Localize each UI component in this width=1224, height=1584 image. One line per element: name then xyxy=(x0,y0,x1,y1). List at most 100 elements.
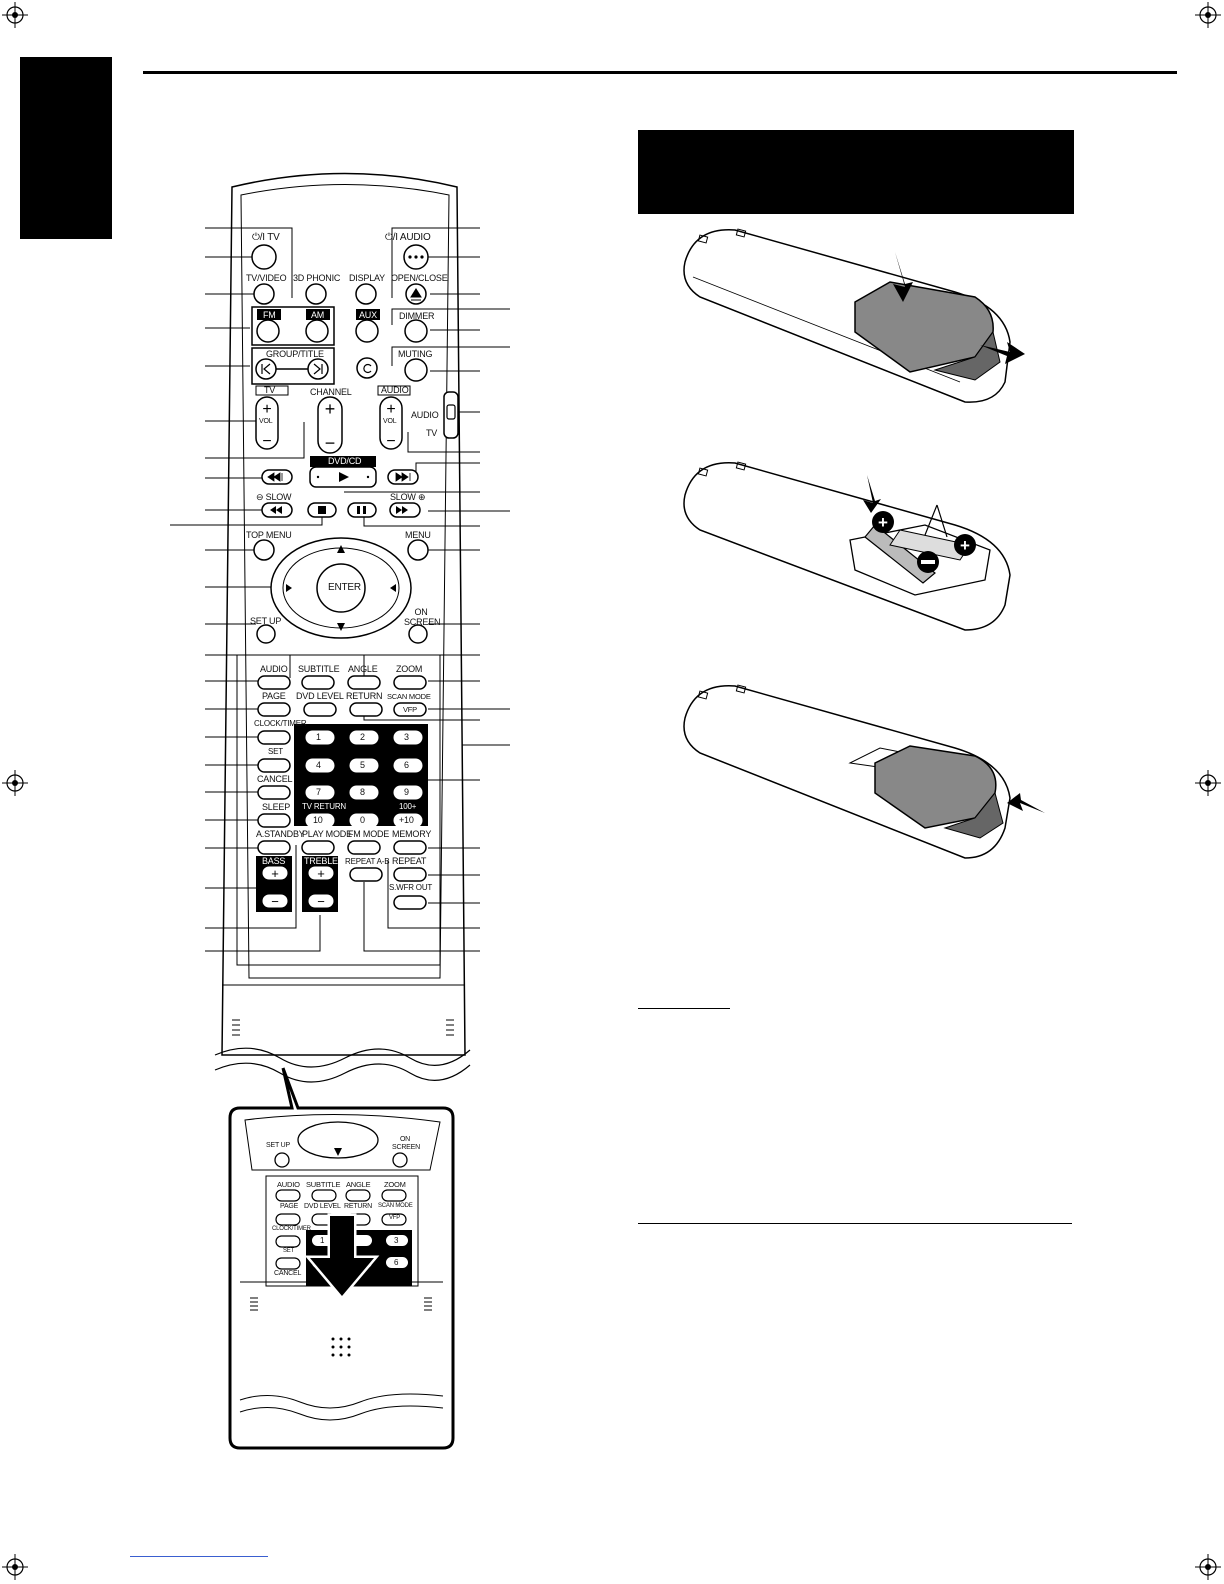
channel-label: CHANNEL xyxy=(310,387,352,397)
3d-phonic-label: 3D PHONIC xyxy=(293,273,341,283)
svg-text:+: + xyxy=(325,399,336,419)
audio-vol-label: VOL xyxy=(383,418,397,425)
key-9: 9 xyxy=(404,787,409,797)
am-label: AM xyxy=(311,310,325,320)
section-divider xyxy=(638,1223,1072,1224)
tv-power-label: ⏻/I TV xyxy=(252,232,280,243)
slow-minus-label: ⊖ SLOW xyxy=(256,492,292,502)
set-up-label: SET UP xyxy=(250,616,282,626)
a-standby-label: A.STANDBY xyxy=(256,829,305,839)
key-10: 10 xyxy=(313,815,323,825)
enter-label: ENTER xyxy=(328,582,361,593)
muting-label: MUTING xyxy=(398,349,433,359)
registration-mark-bottom-left xyxy=(2,1554,28,1580)
inset-dvd-level-label: DVD LEVEL xyxy=(304,1203,341,1210)
svg-text:+: + xyxy=(262,401,271,418)
inset-key-3: 3 xyxy=(394,1236,399,1245)
inset-set-up-label: SET UP xyxy=(266,1142,290,1149)
inset-cancel-label: CANCEL xyxy=(274,1270,302,1277)
switch-audio-label: AUDIO xyxy=(411,410,439,420)
tv-vol-label: VOL xyxy=(259,418,273,425)
memory-label: MEMORY xyxy=(392,829,432,839)
fm-mode-label: FM MODE xyxy=(348,829,390,839)
s-wfr-out-label: S.WFR OUT xyxy=(389,883,433,892)
treble-label: TREBLE xyxy=(304,856,338,866)
bass-label: BASS xyxy=(262,856,286,866)
zoom-label: ZOOM xyxy=(396,664,423,674)
page-label: PAGE xyxy=(262,691,286,701)
scan-mode-label: SCAN MODE xyxy=(387,692,431,701)
registration-mark-top-right xyxy=(1195,2,1221,28)
key-3: 3 xyxy=(404,732,409,742)
dimmer-label: DIMMER xyxy=(399,311,435,321)
inset-key-1: 1 xyxy=(320,1236,325,1245)
header-rule xyxy=(143,71,1177,74)
angle-label: ANGLE xyxy=(348,664,378,674)
aux-label: AUX xyxy=(359,310,377,320)
open-close-label: OPEN/CLOSE xyxy=(391,273,448,283)
display-label: DISPLAY xyxy=(349,273,385,283)
svg-text:+: + xyxy=(878,513,888,532)
key-1: 1 xyxy=(316,732,321,742)
inset-page-label: PAGE xyxy=(280,1203,299,1210)
inset-audio-label: AUDIO xyxy=(277,1180,300,1189)
section-heading-bar xyxy=(638,130,1074,214)
switch-tv-label: TV xyxy=(426,428,438,438)
inset-zoom-label: ZOOM xyxy=(384,1180,406,1189)
key-8: 8 xyxy=(360,787,365,797)
svg-text:−: − xyxy=(386,433,395,450)
dvd-level-label: DVD LEVEL xyxy=(296,691,344,701)
footer-rule xyxy=(130,1556,268,1557)
inset-subtitle-label: SUBTITLE xyxy=(306,1180,341,1189)
registration-mark-top-left xyxy=(2,2,28,28)
key-2: 2 xyxy=(360,732,365,742)
key-5: 5 xyxy=(360,760,365,770)
inset-vfp-label: VFP xyxy=(389,1215,401,1221)
notes-rule xyxy=(638,1008,730,1009)
inset-clock-timer-label: CLOCK/TIMER xyxy=(272,1226,311,1232)
key-0: 0 xyxy=(360,815,365,825)
fm-label: FM xyxy=(263,310,276,320)
battery-step-close-illustration xyxy=(683,684,1045,859)
svg-text:+: + xyxy=(960,536,970,555)
play-mode-label: PLAY MODE xyxy=(302,829,352,839)
remote-body: + − + − + − xyxy=(170,172,510,1450)
key-7: 7 xyxy=(316,787,321,797)
tv-return-label: TV RETURN xyxy=(302,802,346,811)
svg-text:−: − xyxy=(317,894,325,909)
repeat-label: REPEAT xyxy=(392,856,427,866)
hundred-plus-label: 100+ xyxy=(399,802,417,811)
repeat-ab-label: REPEAT A-B xyxy=(345,857,390,866)
vfp-label: VFP xyxy=(403,705,417,714)
battery-step-insert-illustration: + + xyxy=(683,461,1011,631)
tv-vol-header: TV xyxy=(264,385,276,395)
on-screen-label: ON SCREEN xyxy=(404,607,441,627)
dvd-cd-label: DVD/CD xyxy=(328,456,362,466)
set-label: SET xyxy=(268,747,283,756)
svg-text:+: + xyxy=(271,866,279,881)
svg-text:+: + xyxy=(317,866,325,881)
language-tab xyxy=(20,57,112,239)
cancel-label: CANCEL xyxy=(257,774,293,784)
inset-on-screen-label: ON SCREEN xyxy=(392,1136,420,1151)
registration-mark-mid-left xyxy=(2,770,28,796)
group-title-label: GROUP/TITLE xyxy=(266,349,324,359)
inset-return-label: RETURN xyxy=(344,1203,372,1210)
key-plus-10: +10 xyxy=(399,815,414,825)
top-menu-label: TOP MENU xyxy=(246,530,292,540)
key-6: 6 xyxy=(404,760,409,770)
svg-text:−: − xyxy=(262,433,271,450)
key-4: 4 xyxy=(316,760,321,770)
tv-video-label: TV/VIDEO xyxy=(246,273,287,283)
clock-timer-label: CLOCK/TIMER xyxy=(254,719,307,728)
svg-text:−: − xyxy=(271,894,279,909)
remote-control-diagram: + − + − + − xyxy=(170,172,510,1450)
return-label: RETURN xyxy=(346,691,383,701)
svg-text:−: − xyxy=(325,433,336,453)
registration-mark-bottom-right xyxy=(1195,1554,1221,1580)
inset-set-label: SET xyxy=(283,1248,295,1254)
menu-label: MENU xyxy=(405,530,431,540)
inset-scan-mode-label: SCAN MODE xyxy=(378,1203,413,1209)
subtitle-label: SUBTITLE xyxy=(298,664,340,674)
audio-vol-header: AUDIO xyxy=(381,385,409,395)
